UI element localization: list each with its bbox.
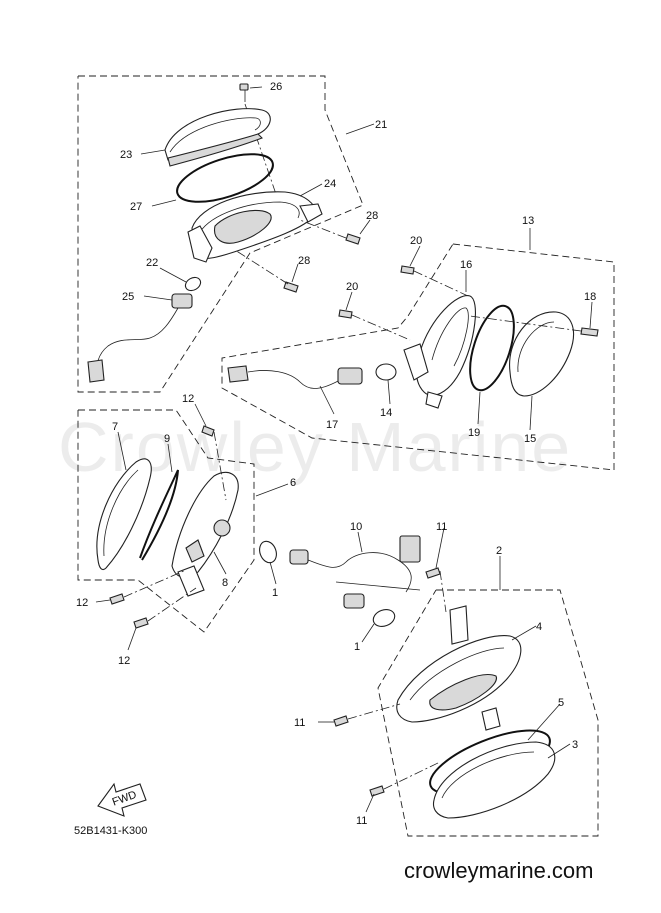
callout-28-upper: 28 <box>366 210 378 222</box>
part-12-screw-bottom <box>133 587 197 629</box>
callout-2: 2 <box>496 545 502 557</box>
group-2-boundary <box>377 589 599 837</box>
group-6-boundary <box>77 409 255 633</box>
callout-1-right: 1 <box>354 641 360 653</box>
part-7-lens <box>96 458 152 571</box>
site-url: crowleymarine.com <box>404 858 594 883</box>
callout-11-mid: 11 <box>294 717 305 729</box>
part-17-harness <box>227 365 363 389</box>
callout-22: 22 <box>146 257 158 269</box>
callout-10: 10 <box>350 521 362 533</box>
part-8-housing <box>171 472 239 597</box>
callout-25: 25 <box>122 291 134 303</box>
callout-24: 24 <box>324 178 336 190</box>
callout-4: 4 <box>536 621 542 633</box>
callout-20-lower: 20 <box>346 281 358 293</box>
callout-12-top: 12 <box>182 393 194 405</box>
callout-12-left: 12 <box>76 597 88 609</box>
callout-16: 16 <box>460 259 472 271</box>
callout-6: 6 <box>290 477 296 489</box>
part-20-screw-lower <box>338 309 411 341</box>
part-23-lens <box>164 108 271 167</box>
diagram-code: 52B1431-K300 <box>74 825 148 837</box>
group-13-boundary <box>221 243 615 471</box>
callout-23: 23 <box>120 149 132 161</box>
part-11-screw-mid <box>333 703 401 727</box>
callout-1-left: 1 <box>272 587 278 599</box>
part-12-screw-left <box>109 569 187 605</box>
callout-26: 26 <box>270 81 282 93</box>
callout-8: 8 <box>222 577 228 589</box>
part-10-harness <box>289 535 421 609</box>
part-11-screw-top <box>425 567 447 613</box>
part-1-bulb-left <box>259 540 277 564</box>
part-14-bulb <box>375 363 397 381</box>
part-15-lens <box>509 311 574 397</box>
callout-5: 5 <box>558 697 564 709</box>
part-25-socket <box>87 293 193 383</box>
callout-20-upper: 20 <box>410 235 422 247</box>
part-3-lens <box>432 741 556 819</box>
callout-28-lower: 28 <box>298 255 310 267</box>
callout-7: 7 <box>112 421 118 433</box>
part-26-screw <box>239 83 279 201</box>
part-18-screw <box>469 315 599 337</box>
part-27-gasket <box>176 153 274 203</box>
callout-15: 15 <box>524 433 536 445</box>
callout-19: 19 <box>468 427 480 439</box>
callout-21: 21 <box>375 119 387 131</box>
part-12-screw-top <box>201 425 227 501</box>
fwd-arrow-icon: FWD <box>97 782 147 817</box>
callout-11-top: 11 <box>436 521 447 533</box>
callout-17: 17 <box>326 419 338 431</box>
part-19-gasket <box>469 304 515 392</box>
callout-labels: 26 21 23 27 24 28 28 22 25 13 20 16 18 2… <box>76 81 596 827</box>
part-20-screw-upper <box>400 265 469 297</box>
part-22-bulb <box>184 276 202 292</box>
callout-18: 18 <box>584 291 596 303</box>
callout-14: 14 <box>380 407 392 419</box>
part-28-screw-lower <box>234 249 299 293</box>
callout-3: 3 <box>572 739 578 751</box>
callout-12-bottom: 12 <box>118 655 130 667</box>
part-1-bulb-right <box>372 609 396 627</box>
callout-9: 9 <box>164 433 170 445</box>
part-24-housing <box>187 191 323 263</box>
group-21-boundary <box>77 75 364 393</box>
part-28-screw-upper <box>299 219 361 245</box>
part-16-housing <box>403 295 476 409</box>
callout-11-bottom: 11 <box>356 815 367 827</box>
part-4-housing <box>396 605 522 731</box>
callout-13: 13 <box>522 215 534 227</box>
callout-27: 27 <box>130 201 142 213</box>
leader-lines <box>95 86 593 813</box>
part-9-gasket <box>139 469 179 561</box>
part-11-screw-bottom <box>369 761 441 797</box>
